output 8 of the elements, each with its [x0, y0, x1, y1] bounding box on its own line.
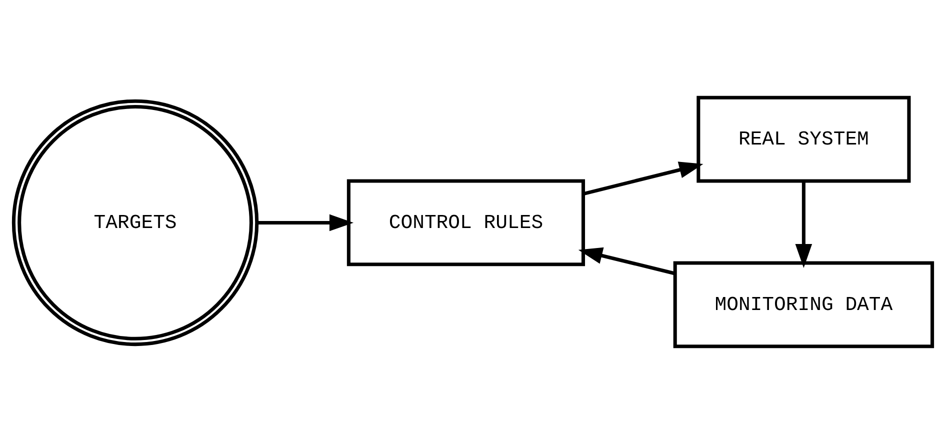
node-circle: TARGETS: [12, 99, 259, 346]
node-box: REAL SYSTEM: [696, 96, 911, 183]
arrow: [583, 162, 704, 196]
arrow: [795, 181, 812, 268]
arrow: [256, 214, 354, 232]
node-box: MONITORING DATA: [673, 261, 934, 348]
arrow: [578, 247, 676, 276]
node-box: CONTROL RULES: [346, 179, 586, 266]
